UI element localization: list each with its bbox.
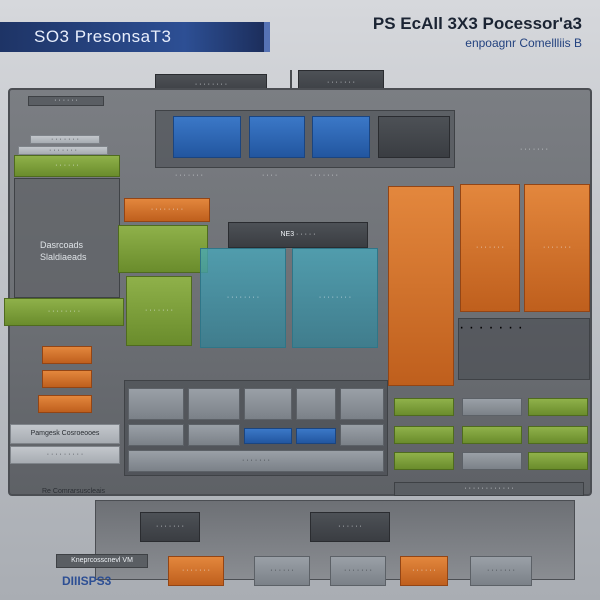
right-grey-1 [462, 398, 522, 416]
left-bottom-bar-1: Pamgesk Cosroeooes [10, 424, 120, 444]
right-orange-stack-2: · · · · · · · [460, 184, 520, 312]
left-label-3: · · · · · · · [18, 146, 108, 155]
left-orange-3 [38, 395, 92, 413]
right-green-5 [528, 398, 588, 416]
right-green-6 [528, 426, 588, 444]
center-green-area [118, 225, 208, 273]
right-orange-stack-3: · · · · · · · [524, 184, 590, 312]
left-label-2: · · · · · · · [30, 135, 100, 144]
right-green-2 [394, 426, 454, 444]
right-green-7 [528, 452, 588, 470]
center-green-stack: · · · · · · · [126, 276, 192, 346]
processor-block-1 [173, 116, 241, 158]
row-label-b: · · · · [262, 172, 278, 179]
grid-cell-2 [188, 388, 240, 420]
lower-box-4: · · · · · · [254, 556, 310, 586]
lower-box-6: · · · · · · [400, 556, 448, 586]
teal-block-2: · · · · · · · · [292, 248, 378, 348]
lower-box-7: · · · · · · · [470, 556, 532, 586]
processor-block-3 [312, 116, 370, 158]
left-green-bar: · · · · · · [14, 155, 120, 177]
left-green-wide: · · · · · · · · [4, 298, 124, 326]
left-big-text-2: Slaldiaeads [40, 252, 87, 262]
left-bottom-bar-2: · · · · · · · · · [10, 446, 120, 464]
right-tag: · · · · · · · [520, 146, 548, 153]
left-orange-1 [42, 346, 92, 364]
center-title: NE3 · · · · · [228, 222, 368, 248]
left-label-top: · · · · · · [28, 96, 104, 106]
grid-cell-4 [296, 388, 336, 420]
grid-cell-8 [244, 428, 292, 444]
grid-cell-1 [128, 388, 184, 420]
grid-cell-6 [128, 424, 184, 446]
right-green-4 [462, 426, 522, 444]
grid-cell-9 [296, 428, 336, 444]
teal-block-1: · · · · · · · · [200, 248, 286, 348]
right-green-1 [394, 398, 454, 416]
right-lower-panel: · · · · · · · [458, 318, 590, 380]
left-footer-text: Re Comrarsuscleais [42, 488, 106, 495]
legend-caption: Kneprcosscnevl VM [56, 554, 148, 568]
right-orange-stack-1 [388, 186, 454, 386]
grid-cell-5 [340, 388, 384, 420]
right-green-3 [394, 452, 454, 470]
left-orange-2 [42, 370, 92, 388]
lower-box-2: · · · · · · [310, 512, 390, 542]
right-footer-bar: · · · · · · · · · · · · [394, 482, 584, 496]
lower-box-1: · · · · · · · [140, 512, 200, 542]
right-grey-2 [462, 452, 522, 470]
grid-bottom-row: · · · · · · · [128, 450, 384, 472]
left-big-panel [14, 178, 120, 298]
row-label-a: · · · · · · · [175, 172, 203, 179]
header-banner: SO3 PresonsaT3 [0, 22, 270, 52]
brand-subtitle: enpoagnr Comellliis B [465, 36, 582, 50]
left-big-text-1: Dasrcoads [40, 240, 84, 250]
brand-title: PS EcAll 3X3 Pocessor'a3 [372, 14, 582, 33]
row-label-c: · · · · · · · [310, 172, 338, 179]
grid-cell-3 [244, 388, 292, 420]
legend-logo: DIIISPS3 [62, 574, 112, 588]
grid-cell-10 [340, 424, 384, 446]
center-orange-block: · · · · · · · · [124, 198, 210, 222]
processor-block-2 [249, 116, 305, 158]
lower-box-3: · · · · · · · [168, 556, 224, 586]
grid-cell-7 [188, 424, 240, 446]
lower-box-5: · · · · · · · [330, 556, 386, 586]
processor-block-4 [378, 116, 450, 158]
